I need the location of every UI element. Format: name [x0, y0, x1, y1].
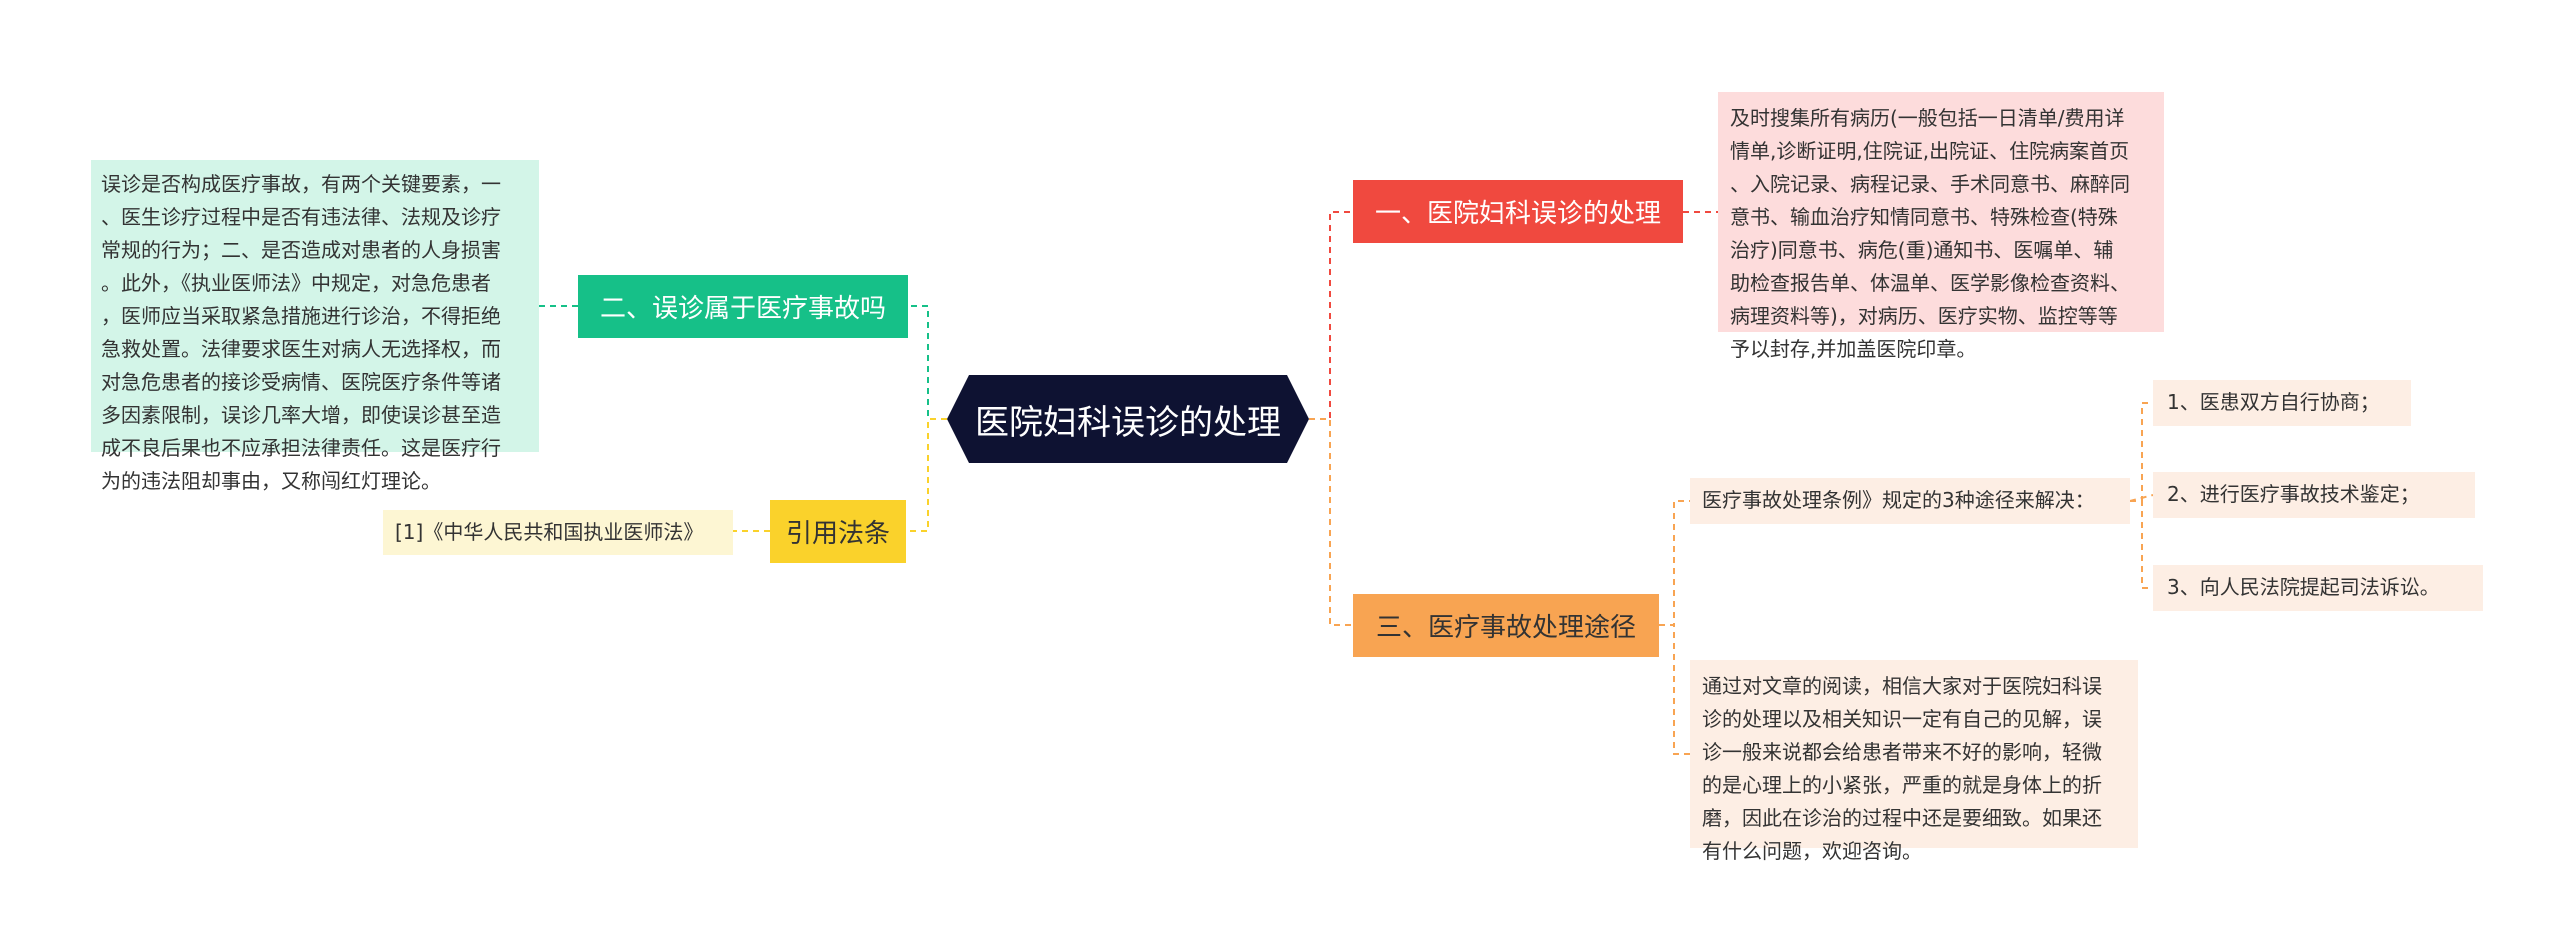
is-accident-detail-text: 误诊是否构成医疗事故，有两个关键要素，一 、医生诊疗过程中是否有违法律、法规及诊…	[91, 160, 539, 493]
routes-closing-text: 通过对文章的阅读，相信大家对于医院妇科误 诊的处理以及相关知识一定有自己的见解，…	[1690, 660, 2138, 863]
connector-root-handling	[1309, 211, 1353, 420]
branch-citation[interactable]: 引用法条	[770, 500, 906, 563]
connector-routes-closing	[1659, 624, 1690, 755]
branch-is-accident-label: 二、误诊属于医疗事故吗	[599, 294, 886, 324]
routes-summary-text: 医疗事故处理条例》规定的3种途径来解决：	[1690, 478, 2130, 524]
branch-citation-label: 引用法条	[785, 519, 890, 549]
connector-root-citation	[906, 418, 947, 532]
root-topic-label: 医院妇科误诊的处理	[975, 402, 1281, 443]
branch-handling-label: 一、医院妇科误诊的处理	[1374, 199, 1661, 229]
root-topic[interactable]: 医院妇科误诊的处理	[947, 375, 1309, 463]
connector-root-is-accident	[908, 305, 947, 420]
citation-detail-text: [1]《中华人民共和国执业医师法》	[383, 510, 733, 555]
branch-routes-label: 三、医疗事故处理途径	[1375, 613, 1636, 643]
connector-summary-item-1	[2130, 402, 2153, 502]
route-item: 1、医患双方自行协商；	[2153, 380, 2411, 426]
handling-detail-text: 及时搜集所有病历(一般包括一日清单/费用详 情单,诊断证明,住院证,出院证、住院…	[1718, 92, 2164, 361]
route-item: 2、进行医疗事故技术鉴定；	[2153, 472, 2475, 518]
connector-root-routes	[1309, 418, 1353, 626]
branch-routes[interactable]: 三、医疗事故处理途径	[1353, 594, 1659, 657]
connector-routes-summary	[1659, 500, 1690, 626]
branch-handling[interactable]: 一、医院妇科误诊的处理	[1353, 180, 1683, 243]
route-item: 3、向人民法院提起司法诉讼。	[2153, 565, 2483, 611]
branch-is-accident[interactable]: 二、误诊属于医疗事故吗	[578, 275, 908, 338]
connector-summary-item-3	[2130, 500, 2153, 589]
